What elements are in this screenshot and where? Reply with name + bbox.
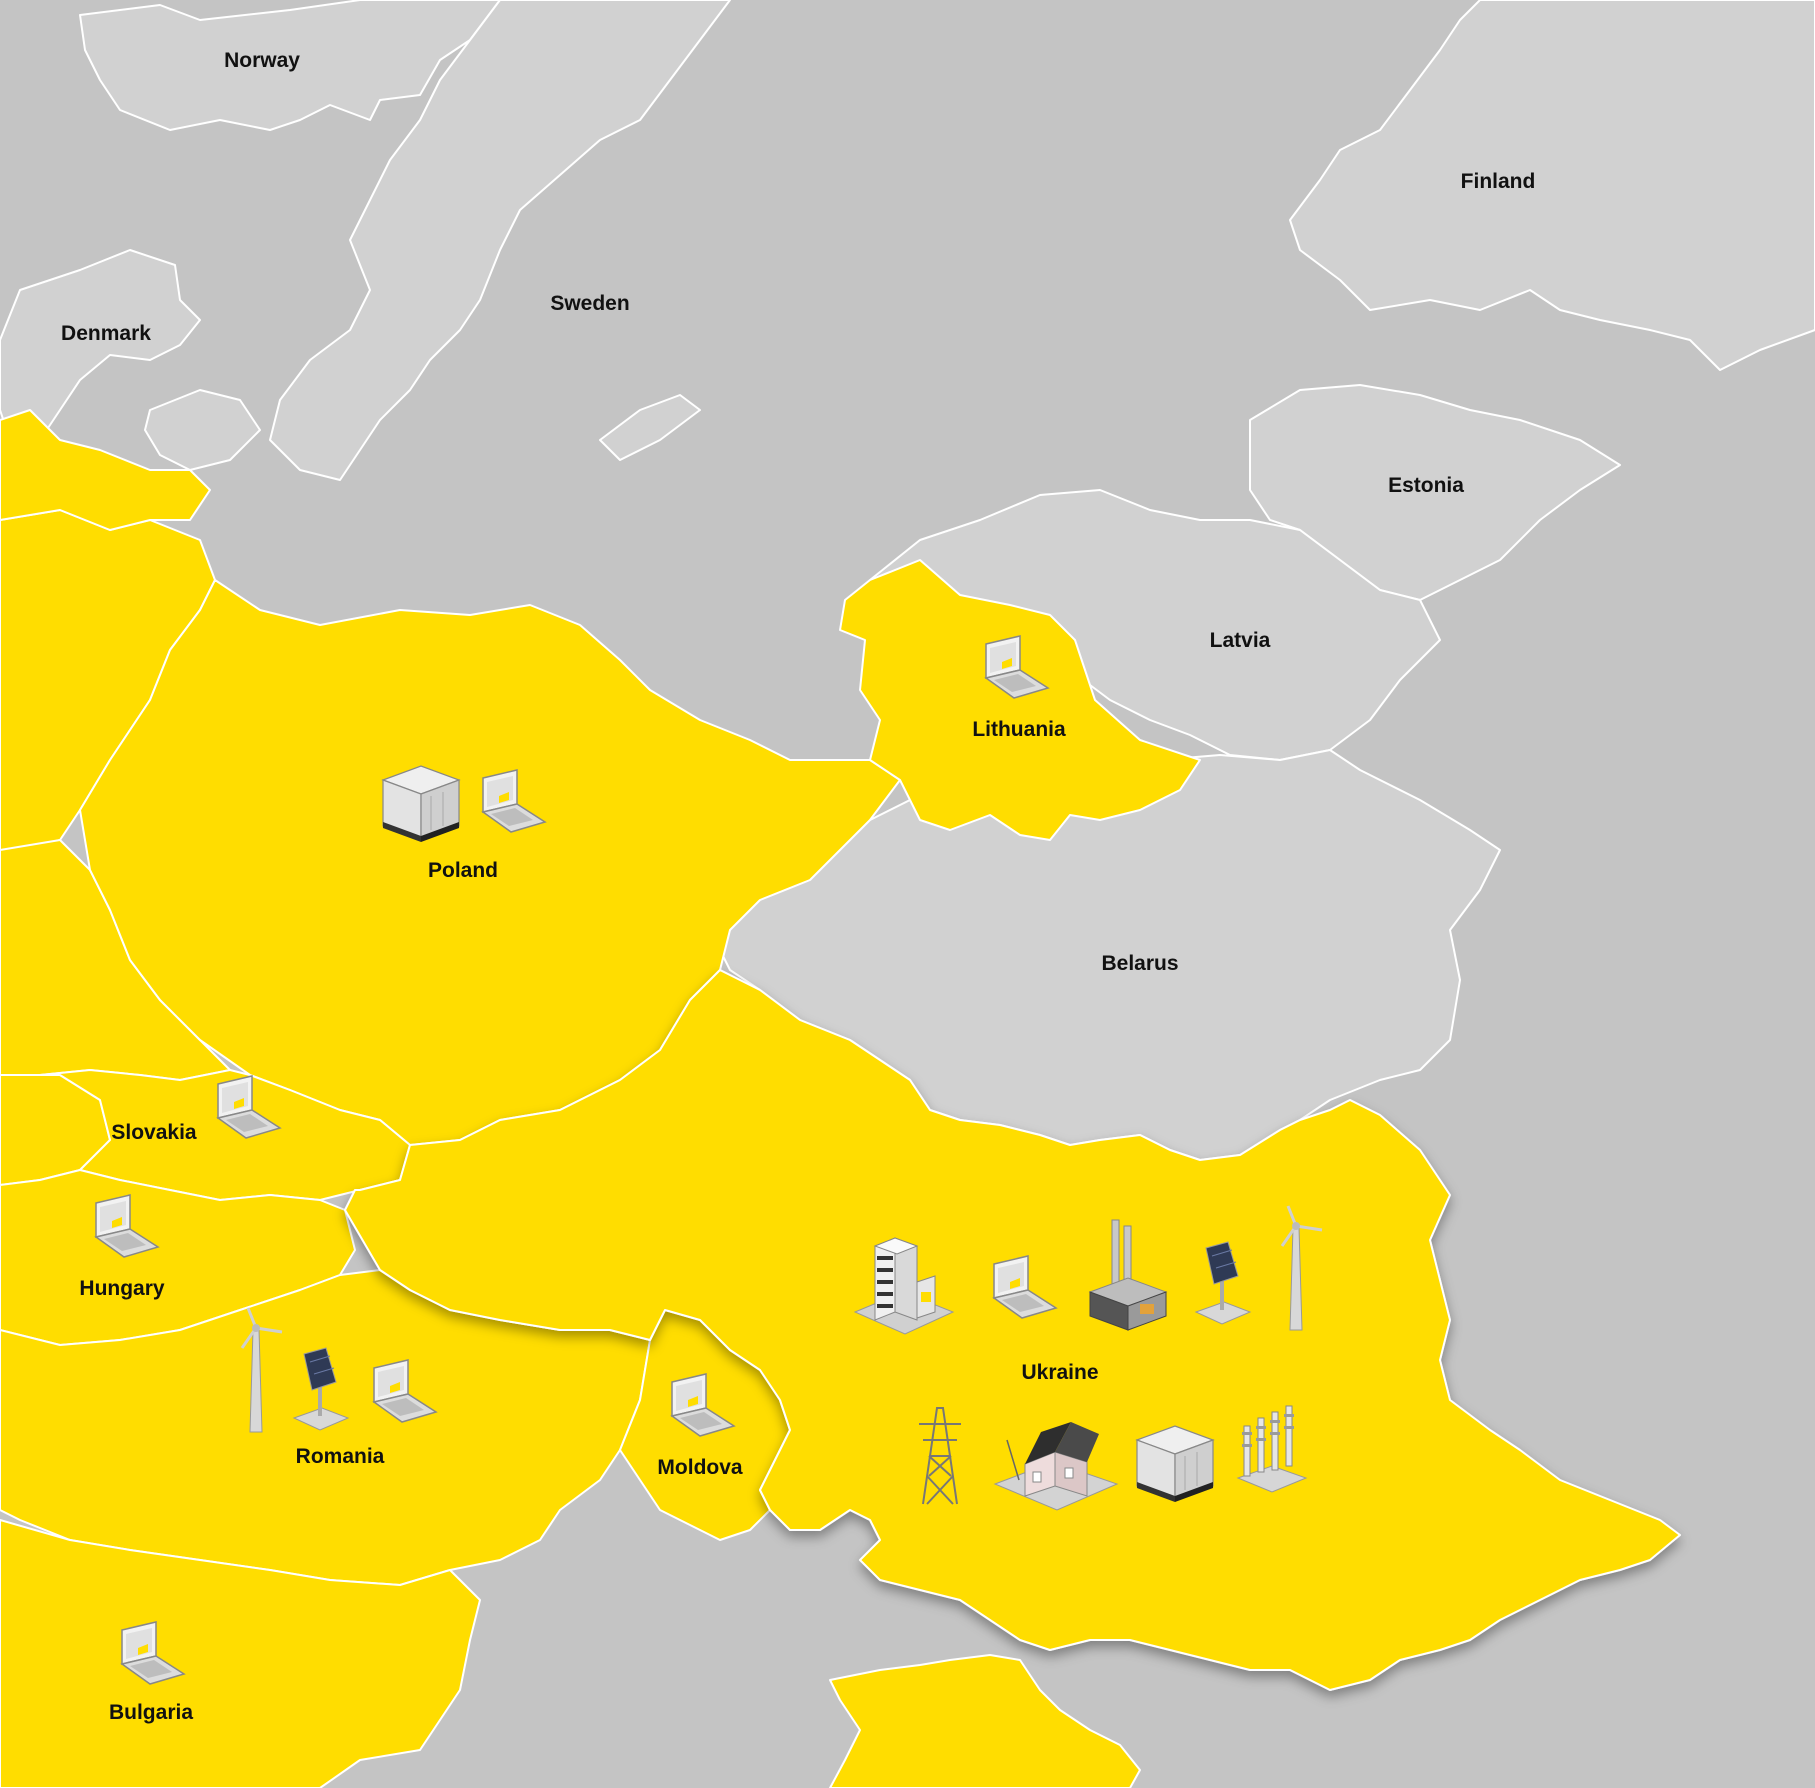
label-latvia: Latvia — [1209, 629, 1271, 652]
crimea — [829, 1654, 1141, 1788]
label-slovakia: Slovakia — [111, 1121, 197, 1144]
island-gotland — [599, 394, 701, 461]
country-norway[interactable] — [79, 0, 501, 131]
wind-turbine-icon — [228, 1307, 284, 1436]
label-estonia: Estonia — [1388, 474, 1464, 497]
laptop-icon — [366, 1359, 440, 1432]
battery-storage-icon — [1135, 1422, 1215, 1502]
laptop-icon — [978, 635, 1052, 708]
battery-storage-icon — [381, 762, 461, 842]
label-finland: Finland — [1460, 170, 1536, 193]
substation-icon — [1236, 1402, 1308, 1502]
country-finland[interactable] — [1289, 0, 1815, 371]
solar-panel-icon — [290, 1347, 350, 1434]
label-belarus: Belarus — [1101, 952, 1179, 975]
label-ukraine: Ukraine — [1021, 1361, 1099, 1384]
country-ukraine[interactable] — [344, 969, 1681, 1691]
laptop-icon — [475, 769, 549, 842]
label-lithuania: Lithuania — [972, 718, 1066, 741]
office-building-icon — [853, 1226, 955, 1335]
label-denmark: Denmark — [61, 322, 151, 345]
laptop-icon — [88, 1194, 162, 1267]
label-romania: Romania — [295, 1445, 385, 1468]
label-moldova: Moldova — [657, 1456, 743, 1479]
solar-panel-icon — [1192, 1241, 1252, 1328]
country-bulgaria[interactable] — [0, 1519, 481, 1788]
laptop-icon — [210, 1075, 284, 1148]
laptop-icon — [114, 1621, 188, 1694]
country-poland[interactable] — [79, 579, 901, 1146]
power-plant-icon — [1088, 1219, 1168, 1332]
country-sweden[interactable] — [269, 0, 731, 481]
label-poland: Poland — [427, 859, 499, 882]
label-norway: Norway — [224, 49, 300, 72]
transmission-tower-icon — [915, 1400, 965, 1506]
laptop-icon — [986, 1255, 1060, 1328]
country-lithuania[interactable] — [839, 559, 1201, 841]
label-bulgaria: Bulgaria — [108, 1701, 194, 1724]
country-netherlands-edge — [0, 409, 211, 531]
laptop-icon — [664, 1373, 738, 1446]
wind-turbine-icon — [1268, 1205, 1324, 1334]
label-hungary: Hungary — [79, 1277, 165, 1300]
island-zealand — [144, 389, 261, 471]
house-icon — [993, 1420, 1119, 1511]
label-sweden: Sweden — [550, 292, 630, 315]
